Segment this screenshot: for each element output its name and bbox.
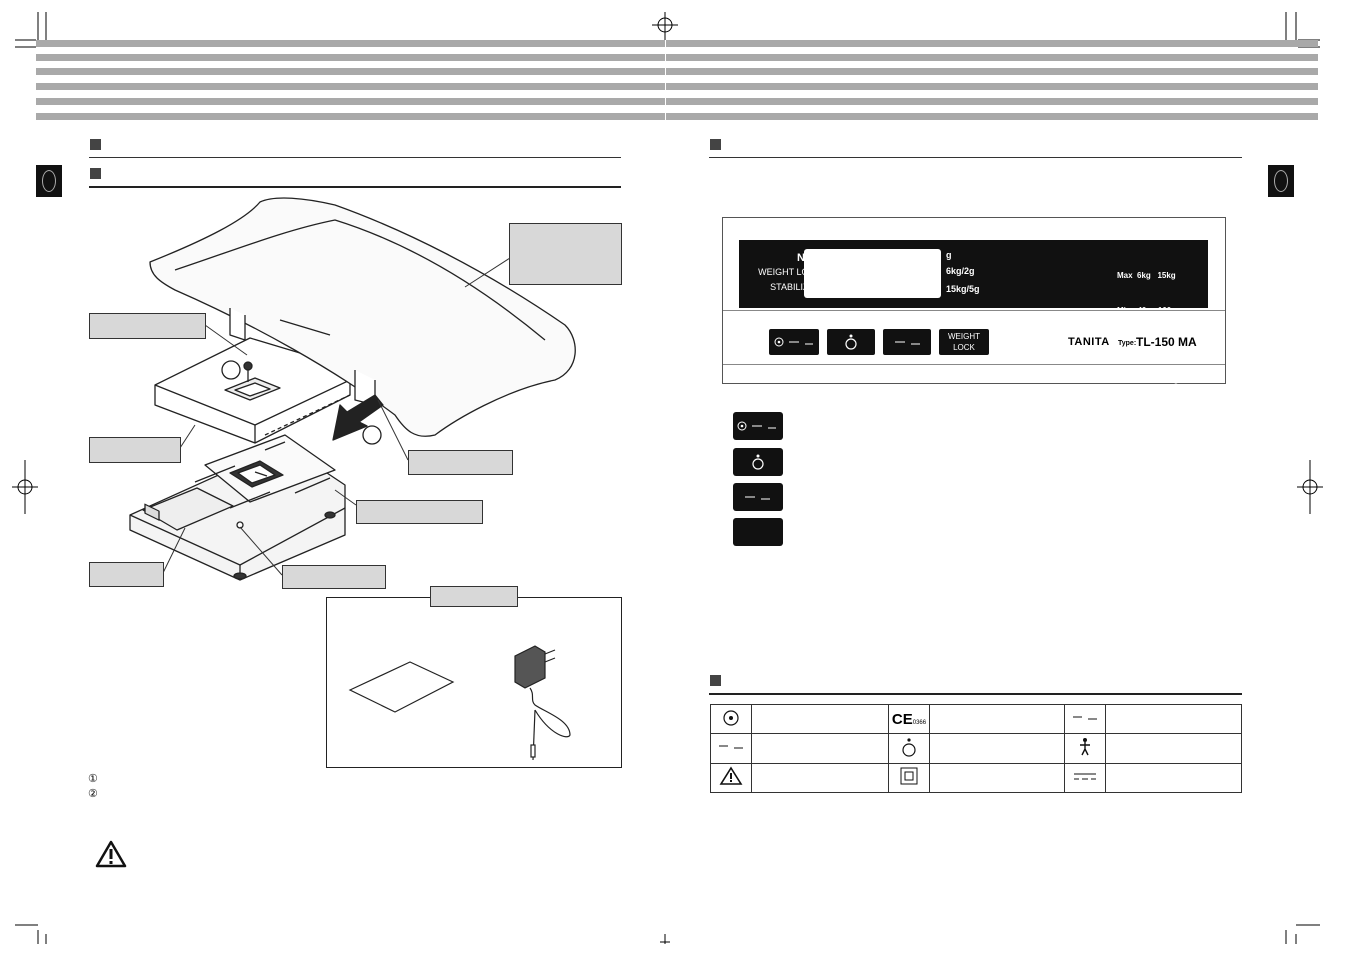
spec-line: T= -4kg [1117,374,1179,384]
adapter-icon [514,645,571,761]
tare-button[interactable] [883,329,931,355]
label-box-adapter-plate [89,437,181,463]
label-box-screw [89,313,206,339]
type-prefix: Type: [1118,340,1137,347]
spine [665,40,666,120]
header-stripe [36,98,1318,105]
unit-g-label: g [946,250,952,260]
model-number: TL-150 MA [1136,335,1197,349]
spec-line: e=d= 2g 5g [1117,340,1170,349]
brand-logo: TANITA [1068,336,1110,348]
power-icon [710,703,752,735]
header-stripe [36,54,1318,61]
panel-top-lip [723,218,1225,239]
label-box-display [89,562,164,587]
double-insulation-icon [888,762,930,794]
manual-sheet [348,661,455,713]
zero-icon [888,733,930,764]
symbols-table: CE0366 [710,703,1242,794]
header-stripe [36,40,1318,47]
scale-illustration [129,197,576,581]
label-box-power-jack [282,565,386,589]
stabilized-label: STABILIZED [770,282,821,292]
legend-tare-key [733,483,783,511]
section-marker [90,139,101,150]
section-rule [89,186,621,188]
header-stripe [36,113,1318,120]
section-rule [709,157,1242,158]
ce-mark-icon: CE0366 [888,703,930,735]
ce-number: 0366 [912,719,927,726]
weight-lock-off-line2: OFF [956,354,972,363]
section-rule [709,693,1242,695]
range-15kg-label: 15kg/5g [946,284,980,294]
step-marker-1: ① [88,773,98,785]
legend-weight-lock-key [733,518,783,546]
section-marker [90,168,101,179]
range-6kg-label: 6kg/2g [946,266,975,276]
legend-zero-key [733,448,783,476]
warning-icon [95,840,127,868]
display-area: NET WEIGHT LOCK STABILIZED g 6kg/2g 15kg… [739,240,1208,418]
language-tab-left [36,165,62,197]
spec-line: Max 6kg 15kg [1117,271,1176,280]
header-stripe [36,83,1318,90]
warning-icon [710,762,752,794]
lcd-window [804,249,941,298]
legend-power-key [733,412,783,440]
accessories-illustration [348,645,571,761]
section-marker [710,139,721,150]
label-box-tray [509,223,622,285]
label-box-base [356,500,483,524]
section-rule [89,157,621,158]
tare-icon [1064,703,1106,735]
language-tab-right [1268,165,1294,197]
power-button[interactable] [769,329,819,355]
spec-line: +5°C/+35°C [1125,409,1168,418]
weight-lock-off-button[interactable]: WEIGHT LOCK OFF [939,329,989,363]
person-icon [1064,733,1106,764]
tare-icon [710,733,752,764]
control-panel: NET WEIGHT LOCK STABILIZED g 6kg/2g 15kg… [722,217,1226,418]
weight-lock-label: WEIGHT LOCK [758,267,821,277]
accessories-title-box [430,586,518,607]
step-marker-2: ② [88,788,98,800]
weight-lock-off-line1: WEIGHT LOCK [948,332,980,352]
dc-icon [1064,762,1106,794]
label-box-tray-leg [408,450,513,475]
header-stripe [36,68,1318,75]
section-marker [710,675,721,686]
zero-button[interactable] [827,329,875,355]
